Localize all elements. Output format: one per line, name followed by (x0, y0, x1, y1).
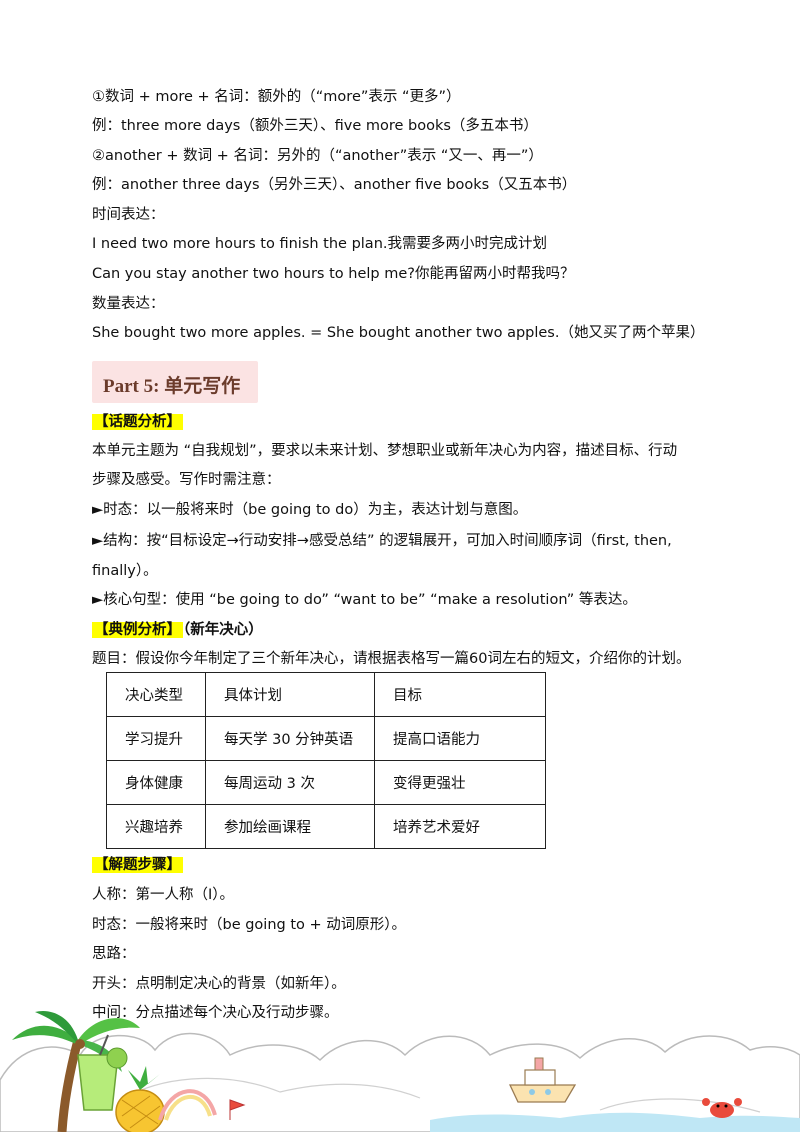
part-title: Part 5: 单元写作 (103, 376, 241, 397)
text-line-time-expression: 时间表达： (92, 207, 165, 223)
step-opening: 开头：点明制定决心的背景（如新年）。 (92, 976, 346, 992)
topic-intro: 本单元主题为 “自我规划”，要求以未来计划、梦想职业或新年决心为内容，描述目标、… (92, 443, 678, 459)
topic-intro-continued: 步骤及感受。写作时需注意： (92, 472, 281, 488)
table-row: 学习提升 每天学 30 分钟英语 提高口语能力 (106, 716, 546, 761)
text-line-time-example-2: Can you stay another two hours to help m… (92, 266, 575, 282)
text-line-quantity-example: She bought two more apples. = She bought… (92, 325, 705, 341)
table-cell: 提高口语能力 (374, 716, 546, 761)
step-person: 人称：第一人称（I）。 (92, 887, 235, 903)
crab-icon (702, 1098, 742, 1118)
steps-heading: 【解题步骤】 (92, 857, 183, 873)
table-row: 身体健康 每周运动 3 次 变得更强壮 (106, 760, 546, 805)
table-cell: 兴趣培养 (106, 804, 206, 849)
text-line-another-numeral: ②another + 数词 + 名词：另外的（“another”表示 “又一、再… (92, 148, 543, 164)
step-tense: 时态：一般将来时（be going to + 动词原形）。 (92, 917, 407, 933)
beach-illustration (0, 1010, 800, 1132)
table-row: 兴趣培养 参加绘画课程 培养艺术爱好 (106, 804, 546, 849)
palm-tree-icon (12, 1010, 140, 1132)
topic-bullet-tense: ►时态：以一般将来时（be going to do）为主，表达计划与意图。 (92, 502, 528, 518)
example-heading-line: 【典例分析】（新年决心） (92, 620, 720, 640)
table-cell: 培养艺术爱好 (374, 804, 546, 849)
example-subtitle: （新年决心） (183, 622, 263, 638)
topic-bullet-sentence-patterns: ►核心句型：使用 “be going to do” “want to be” “… (92, 592, 637, 608)
text-line-example-more: 例：three more days（额外三天）、five more books（… (92, 118, 538, 134)
resolution-table: 决心类型 具体计划 目标 学习提升 每天学 30 分钟英语 提高口语能力 身体健… (106, 672, 546, 849)
example-heading: 【典例分析】 (92, 622, 183, 638)
step-middle: 中间：分点描述每个决心及行动步骤。 (92, 1005, 339, 1021)
table-header-cell: 决心类型 (106, 672, 206, 717)
example-prompt: 题目：假设你今年制定了三个新年决心，请根据表格写一篇60词左右的短文，介绍你的计… (92, 651, 691, 667)
table-cell: 每周运动 3 次 (205, 760, 375, 805)
topic-heading: 【话题分析】 (92, 414, 183, 430)
ship-icon (508, 1057, 577, 1103)
drink-glass-icon (77, 1034, 128, 1111)
text-line-example-another: 例：another three days（另外三天）、another five … (92, 177, 577, 193)
part-title-box (92, 361, 258, 403)
topic-bullet-structure: ►结构：按“目标设定→行动安排→感受总结” 的逻辑展开，可加入时间顺序词（fir… (92, 533, 672, 549)
steps-heading-line: 【解题步骤】 (92, 855, 720, 875)
topic-heading-line: 【话题分析】 (92, 412, 720, 432)
table-header-row: 决心类型 具体计划 目标 (106, 672, 546, 717)
text-line-time-example-1: I need two more hours to finish the plan… (92, 236, 547, 252)
table-header-cell: 具体计划 (205, 672, 375, 717)
table-cell: 学习提升 (106, 716, 206, 761)
step-approach: 思路： (92, 946, 136, 962)
flag-icon (229, 1099, 246, 1120)
table-cell: 参加绘画课程 (205, 804, 375, 849)
table-cell: 身体健康 (106, 760, 206, 805)
table-header-cell: 目标 (374, 672, 546, 717)
table-cell: 每天学 30 分钟英语 (205, 716, 375, 761)
text-line-quantity-expression: 数量表达： (92, 296, 165, 312)
table-cell: 变得更强壮 (374, 760, 546, 805)
topic-bullet-structure-continued: finally）。 (92, 563, 158, 579)
text-line-numeral-more: ①数词 + more + 名词：额外的（“more”表示 “更多”） (92, 89, 461, 105)
